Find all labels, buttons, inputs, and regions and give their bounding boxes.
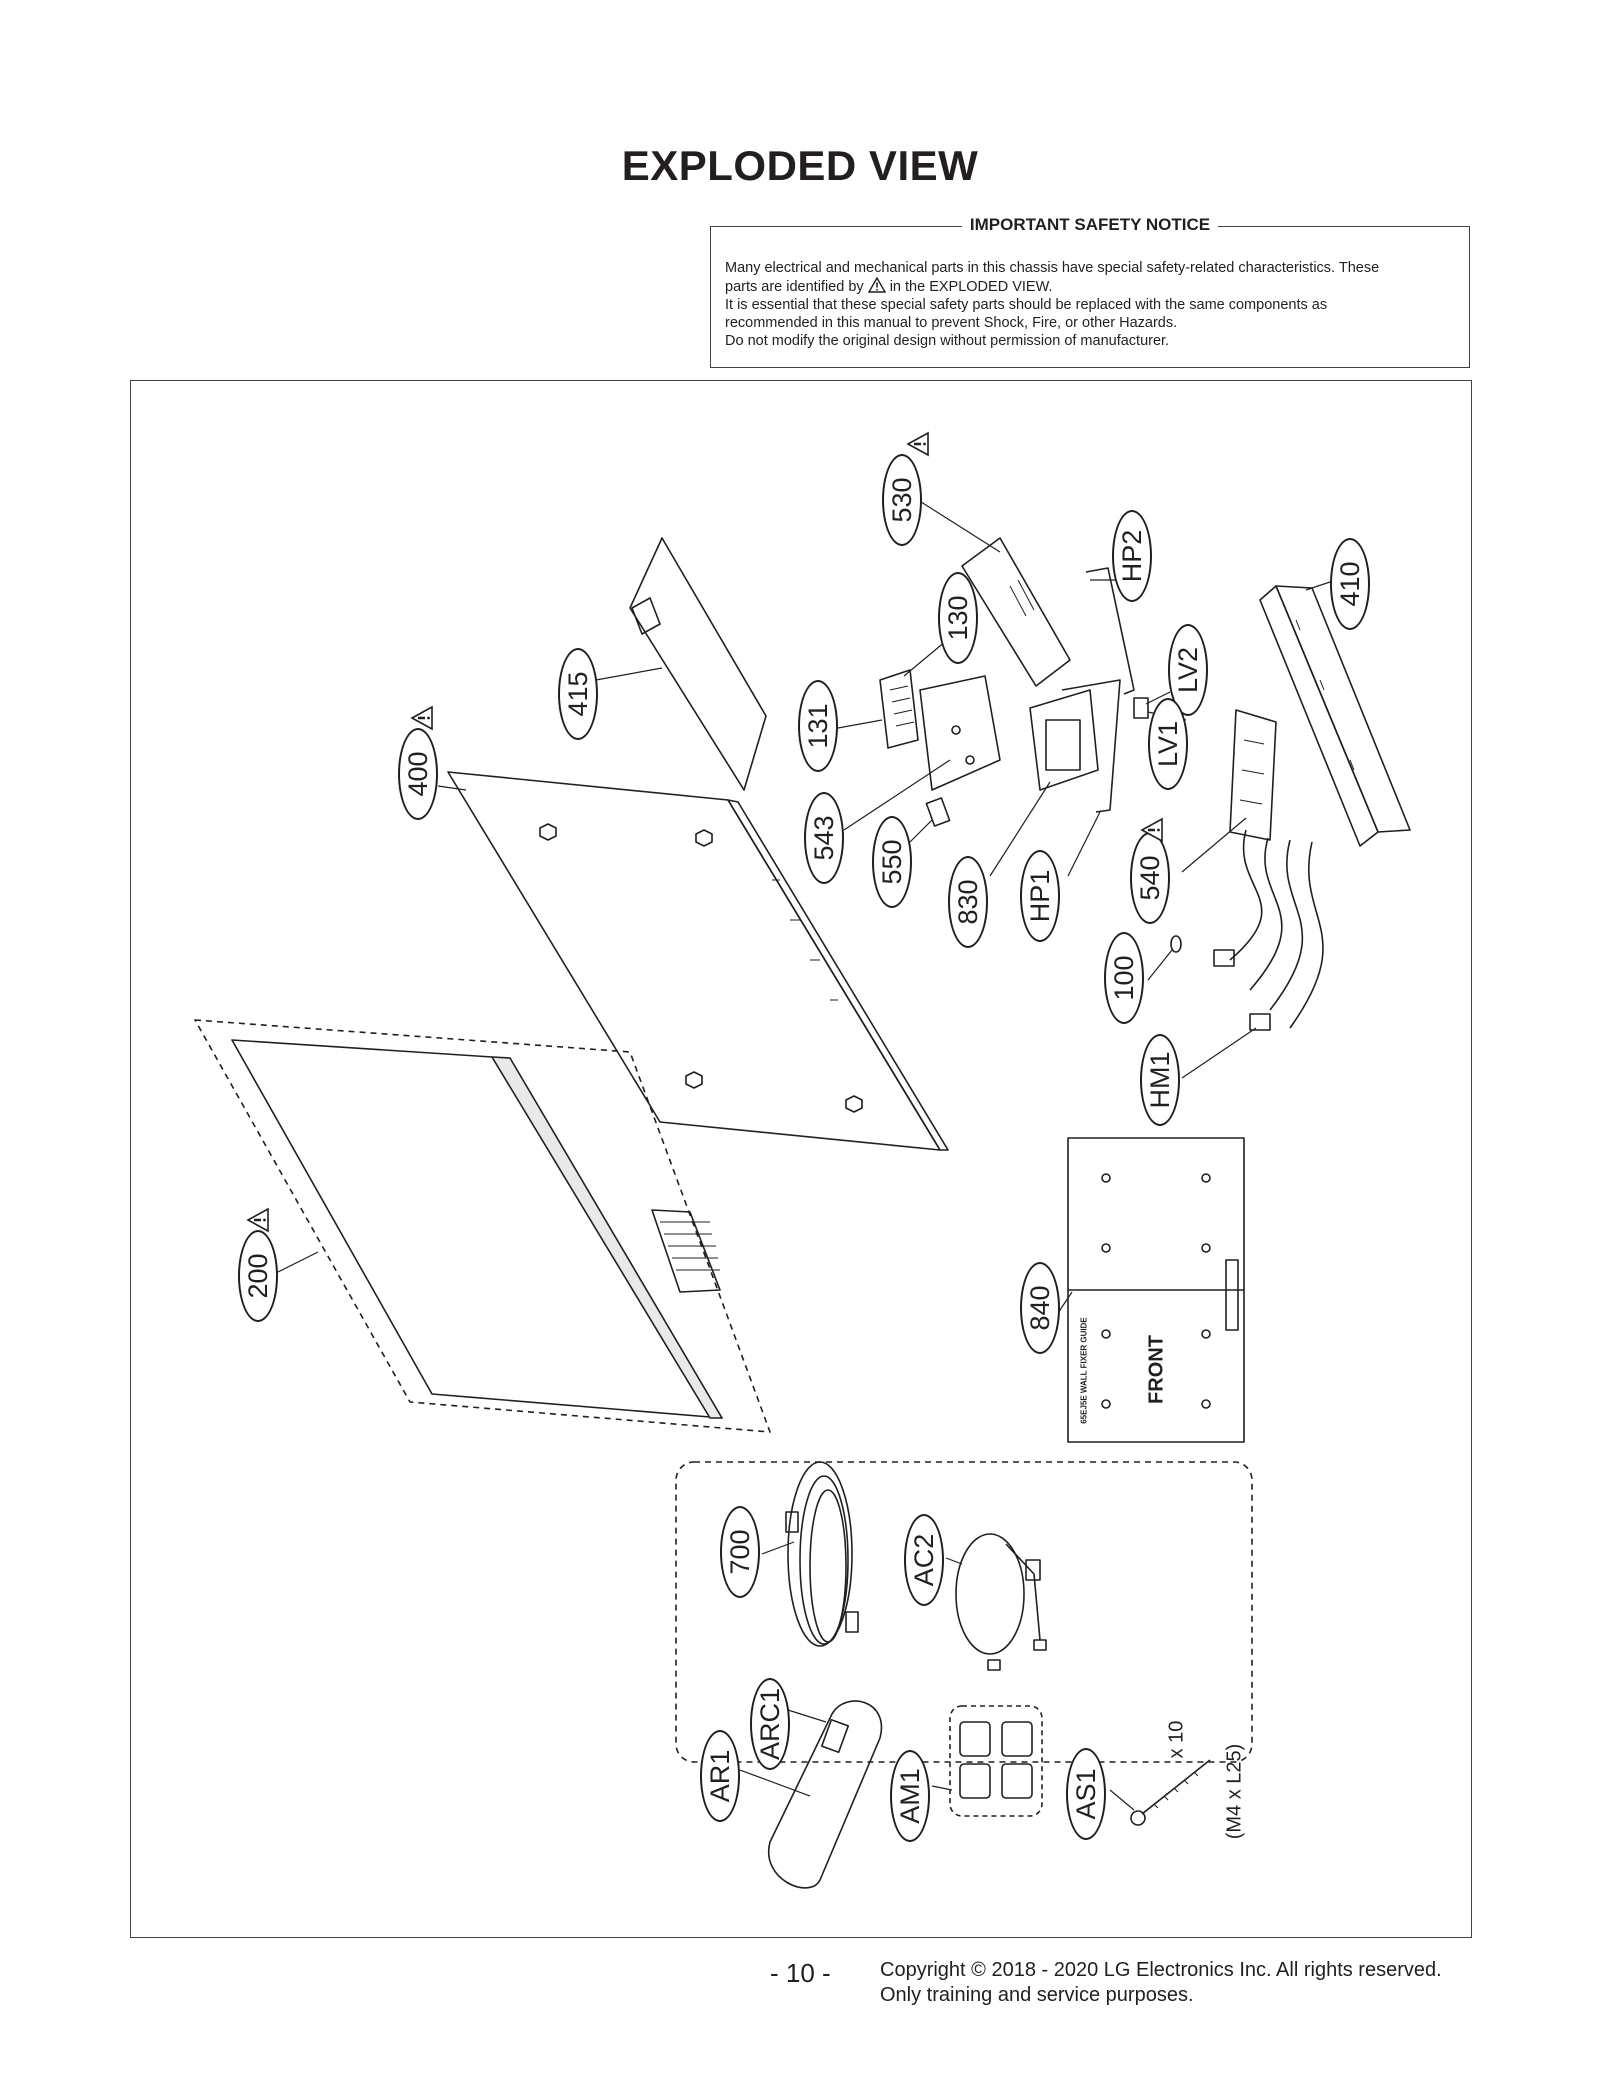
callout-400: 400	[398, 728, 438, 820]
notice-line: Many electrical and mechanical parts in …	[725, 260, 1380, 276]
callout-AS1: AS1	[1066, 1748, 1106, 1840]
part-HP2-cable	[1085, 567, 1135, 695]
callout-LV1: LV1	[1148, 698, 1188, 790]
safety-notice-box: IMPORTANT SAFETY NOTICE Many electrical …	[710, 215, 1470, 368]
wall-guide-front-label: FRONT	[1145, 1335, 1168, 1404]
callout-415: 415	[558, 648, 598, 740]
callout-ARC1: ARC1	[750, 1678, 790, 1770]
part-AS1-screw	[1130, 1759, 1211, 1826]
part-830-bracket	[1029, 689, 1099, 791]
callout-830: 830	[948, 856, 988, 948]
notice-line: recommended in this manual to prevent Sh…	[725, 315, 1178, 331]
accessory-box	[675, 1461, 1253, 1763]
part-HP1-cable	[1061, 679, 1121, 813]
part-HM1-ribbon-cables	[1213, 829, 1324, 1031]
callout-200: 200	[238, 1230, 278, 1322]
part-AR1-remote	[767, 1700, 883, 1889]
part-100-ring	[1170, 935, 1182, 953]
part-400-back-cover	[447, 771, 949, 1151]
wall-guide-title: 65EJ5E WALL FIXER GUIDE	[1079, 1317, 1089, 1424]
callout-AM1: AM1	[890, 1750, 930, 1842]
part-550-component	[925, 797, 951, 827]
part-410-case	[1259, 585, 1411, 847]
safety-warning-icon	[906, 431, 929, 457]
callout-700: 700	[720, 1506, 760, 1598]
callout-543: 543	[804, 792, 844, 884]
part-700-power-cord	[785, 1461, 859, 1647]
part-AM1-clips	[949, 1705, 1043, 1817]
callout-HP1: HP1	[1020, 850, 1060, 942]
part-540-board	[1229, 709, 1277, 841]
callout-100: 100	[1104, 932, 1144, 1024]
callout-131: 131	[798, 680, 838, 772]
callout-leader-lines	[277, 499, 1331, 1811]
part-200-display-panel	[194, 1019, 771, 1433]
copyright-notice: Copyright © 2018 - 2020 LG Electronics I…	[880, 1959, 1442, 2006]
safety-warning-icon	[1140, 817, 1163, 843]
part-840-wall-fixer-guide	[1067, 1137, 1245, 1443]
callout-540: 540	[1130, 832, 1170, 924]
callout-AC2: AC2	[904, 1514, 944, 1606]
callout-530: 530	[882, 454, 922, 546]
diagram-frame	[130, 380, 1472, 1938]
callout-HP2: HP2	[1112, 510, 1152, 602]
callout-840: 840	[1020, 1262, 1060, 1354]
notice-line: Do not modify the original design withou…	[725, 333, 1170, 349]
safety-warning-icon	[246, 1207, 269, 1233]
callout-HM1: HM1	[1140, 1034, 1180, 1126]
callout-410: 410	[1330, 538, 1370, 630]
part-415-panel	[629, 537, 767, 791]
safety-warning-icon	[867, 277, 886, 293]
part-LV-connector	[1133, 697, 1149, 719]
part-530-power-board	[961, 537, 1071, 687]
notice-line: It is essential that these special safet…	[725, 297, 1328, 313]
page-title: EXPLODED VIEW	[621, 142, 979, 189]
callout-AR1: AR1	[700, 1730, 740, 1822]
notice-line: parts are identified by in the EXPLODED …	[725, 277, 1053, 295]
safety-warning-icon	[410, 705, 433, 731]
part-131-connector	[879, 669, 919, 749]
part-AC2-cable	[955, 1533, 1047, 1671]
safety-notice-text: Many electrical and mechanical parts in …	[725, 259, 1455, 350]
part-543-main-board	[919, 675, 1001, 791]
callout-550: 550	[872, 816, 912, 908]
safety-notice-heading: IMPORTANT SAFETY NOTICE	[961, 215, 1219, 234]
callout-130: 130	[938, 572, 978, 664]
screw-size: (M4 x L25)	[1223, 1743, 1246, 1840]
screw-quantity: x 10	[1165, 1720, 1188, 1759]
page-number: - 10 -	[770, 1958, 831, 1988]
